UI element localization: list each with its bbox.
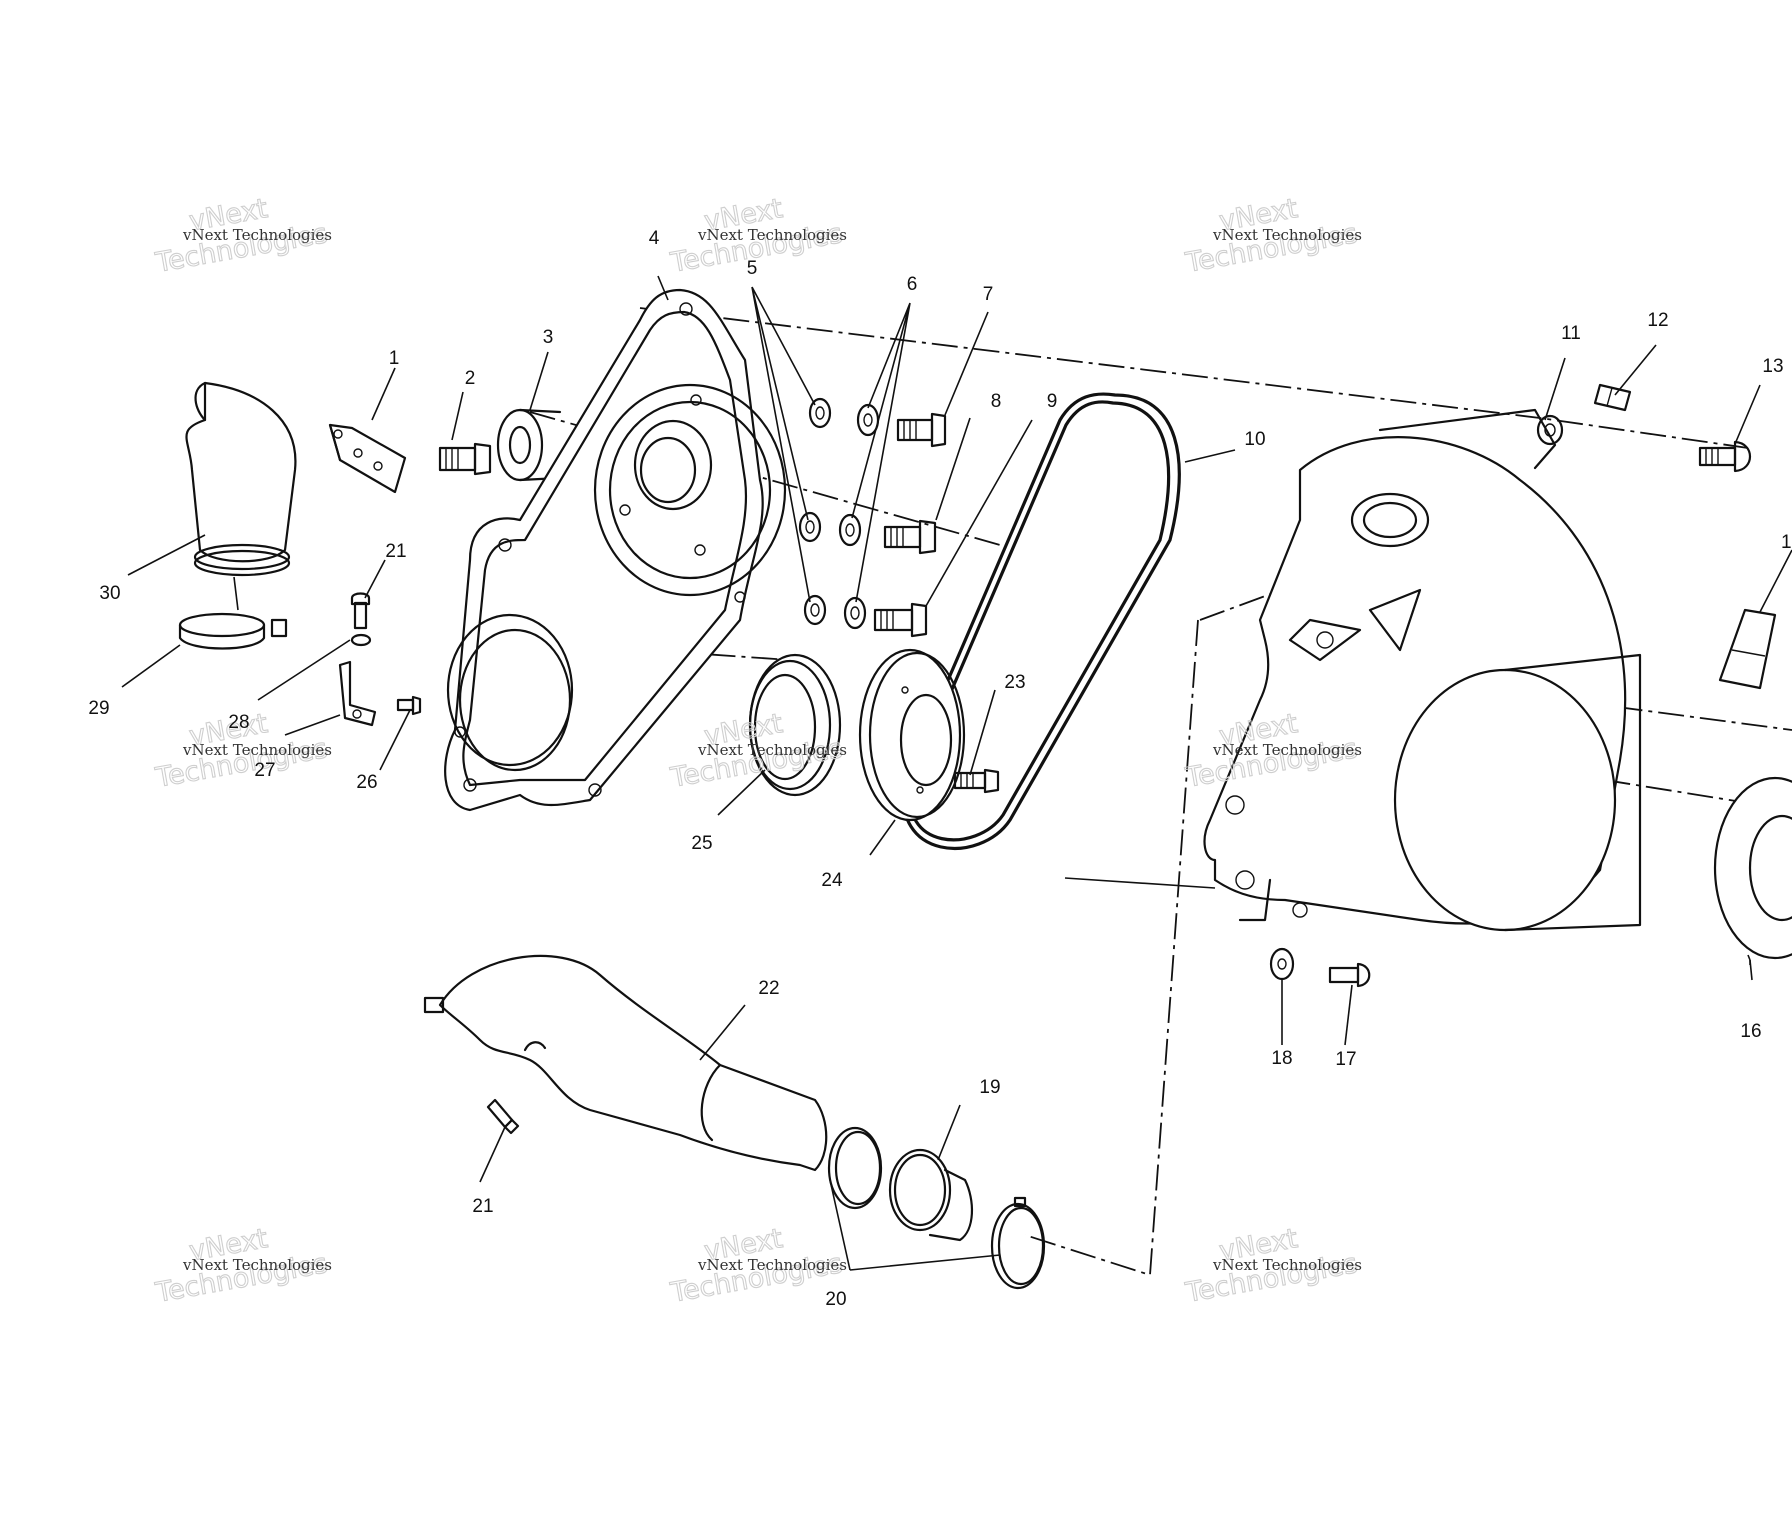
callout-30: 30: [99, 583, 120, 604]
screw-part-23: [953, 768, 1000, 794]
callout-25: 25: [691, 833, 712, 854]
callout-16: 16: [1740, 1021, 1761, 1042]
bolt-part-7: [896, 412, 947, 448]
callout-12: 12: [1647, 310, 1668, 331]
bolt-part-21-lower: [486, 1098, 520, 1135]
bolt-part-8: [883, 519, 937, 555]
decal-part-14: [1718, 608, 1777, 690]
callout-7: 7: [983, 284, 994, 305]
callout-6: 6: [907, 274, 918, 295]
watermark-group: vNext Technologies vNext Technologies vN…: [152, 193, 1362, 1310]
callout-9: 9: [1047, 391, 1058, 412]
coupler-part-19: [888, 1148, 974, 1242]
clamp-band-part-29: [178, 612, 288, 650]
inner-chaincase-part-4: [444, 288, 787, 812]
callout-21-lower: 21: [472, 1196, 493, 1217]
outer-cover-part-11: [1203, 408, 1642, 932]
callout-8: 8: [991, 391, 1002, 412]
elbow-duct-part-30: [185, 381, 297, 577]
callout-17: 17: [1335, 1049, 1356, 1070]
air-duct-part-22: [423, 954, 828, 1172]
screw-part-17: [1328, 962, 1371, 988]
drive-chain-part-10: [901, 392, 1181, 850]
watermark-small: vNext Technologies: [1212, 741, 1362, 759]
callout-10: 10: [1244, 429, 1265, 450]
callout-23: 23: [1004, 672, 1025, 693]
cap-part-16: [1713, 776, 1792, 960]
sprocket-part-24: [858, 648, 966, 822]
callout-19: 19: [979, 1077, 1000, 1098]
watermark-small: vNext Technologies: [1212, 226, 1362, 244]
watermark-small: vNext Technologies: [182, 226, 332, 244]
watermark-small: vNext Technologies: [697, 1256, 847, 1274]
callout-13: 13: [1762, 356, 1783, 377]
callout-4: 4: [649, 228, 660, 249]
watermark-small: vNext Technologies: [697, 226, 847, 244]
callout-21-upper: 21: [385, 541, 406, 562]
callout-3: 3: [543, 327, 554, 348]
clamp-part-20-left: [827, 1126, 883, 1210]
callout-5: 5: [747, 258, 758, 279]
callout-2: 2: [465, 368, 476, 389]
screw-part-26: [396, 695, 422, 716]
bolt-part-2: [438, 442, 492, 476]
callout-labels: 1 2 3 4 5 6 7 8 9 10 11 12 13 14 16 17 1…: [88, 228, 1792, 1310]
watermark-small: vNext Technologies: [697, 741, 847, 759]
washers-part-5: [798, 397, 832, 626]
callout-22: 22: [758, 978, 779, 999]
washer-part-18: [1269, 947, 1295, 981]
watermark: vNext Technologies: [667, 193, 845, 280]
washer-part-28: [350, 633, 372, 647]
callout-11: 11: [1561, 323, 1581, 344]
decal-part-12: [1593, 383, 1632, 412]
screw-part-13: [1698, 440, 1751, 473]
callout-20: 20: [825, 1289, 846, 1310]
callout-18: 18: [1271, 1048, 1292, 1069]
callout-29: 29: [88, 698, 109, 719]
watermark-small: vNext Technologies: [182, 1256, 332, 1274]
bracket-part-1: [328, 423, 407, 494]
bolt-part-21-upper: [350, 592, 371, 630]
washers-part-6: [838, 403, 880, 630]
bolt-part-9: [873, 602, 928, 638]
watermark-small: vNext Technologies: [1212, 1256, 1362, 1274]
bracket-part-27: [338, 660, 377, 727]
clamp-part-20-right: [990, 1196, 1046, 1290]
callout-14: 14: [1781, 532, 1792, 553]
callout-26: 26: [356, 772, 377, 793]
callout-27: 27: [254, 760, 275, 781]
callout-1: 1: [389, 348, 400, 369]
callout-28: 28: [228, 712, 249, 733]
seal-part-25: [748, 653, 842, 797]
leader-lines: [121, 275, 1792, 1271]
watermark-small: vNext Technologies: [182, 741, 332, 759]
callout-24: 24: [821, 870, 843, 891]
